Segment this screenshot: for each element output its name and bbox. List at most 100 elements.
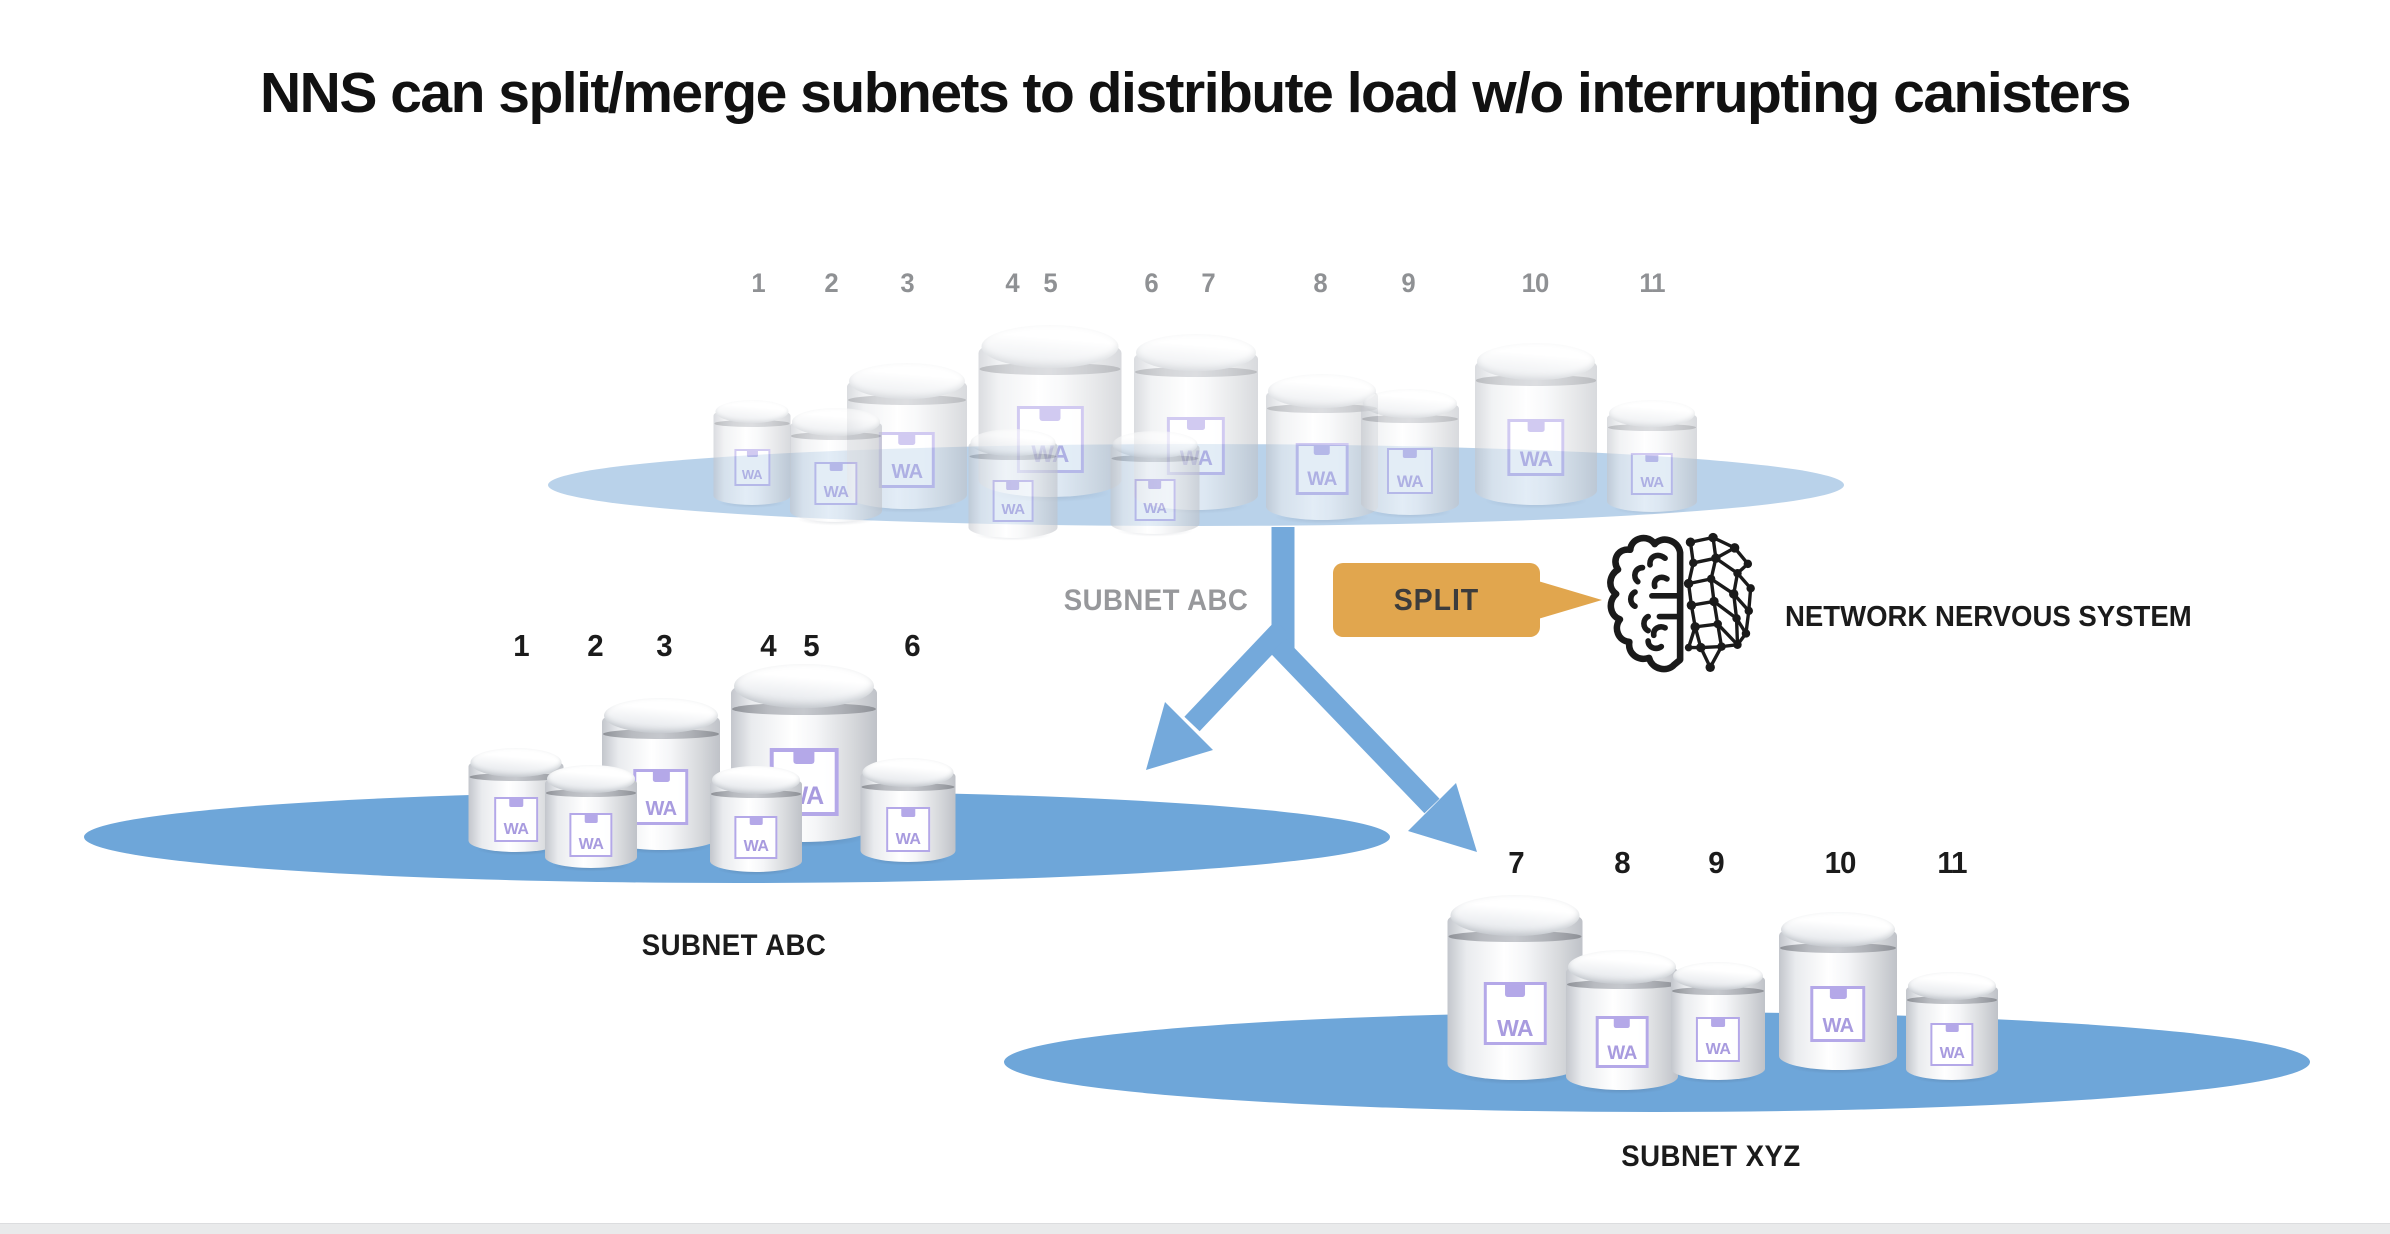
canister-number: 9	[1708, 845, 1724, 880]
wasm-badge-notch	[901, 807, 915, 817]
wasm-badge-notch	[793, 750, 815, 764]
wasm-badge-label: WA	[1519, 448, 1553, 472]
canister-lid	[1672, 962, 1764, 991]
canister-lid	[981, 325, 1119, 368]
canister: WA	[1767, 912, 1909, 1078]
wasm-badge-label: WA	[741, 467, 763, 483]
canister-band	[545, 789, 637, 798]
wasm-badge: WA	[1695, 1017, 1741, 1062]
wasm-badge-notch	[1006, 481, 1020, 490]
wasm-badge-notch	[584, 814, 598, 824]
wasm-badge: WA	[1134, 479, 1176, 522]
arrow-left-shaft	[1184, 620, 1291, 732]
subnet-abc-label: SUBNET ABC	[641, 929, 827, 962]
wasm-badge: WA	[1595, 1015, 1649, 1069]
wasm-badge-notch	[509, 797, 523, 807]
bottom-bar	[0, 1223, 2390, 1234]
wasm-badge-notch	[1829, 988, 1847, 1000]
wasm-badge: WA	[633, 769, 689, 825]
canister-number: 3	[656, 628, 672, 663]
wasm-badge-label: WA	[1939, 1044, 1965, 1062]
canister-number: 8	[1313, 268, 1327, 298]
canister-lid	[862, 758, 954, 787]
wasm-badge-notch	[1402, 449, 1418, 459]
wasm-badge: WA	[878, 431, 936, 488]
wasm-badge: WA	[1386, 448, 1434, 495]
canister-number: 11	[1937, 845, 1967, 880]
canister-band	[790, 432, 882, 441]
wasm-badge-notch	[1148, 480, 1162, 489]
canister-lid	[1781, 912, 1895, 948]
wasm-badge: WA	[569, 813, 613, 857]
wasm-badge-notch	[1187, 418, 1205, 431]
canister-number: 1	[751, 268, 765, 298]
canister-number: 11	[1639, 268, 1665, 298]
canister-lid	[733, 664, 875, 708]
canister-number: 7	[1508, 845, 1524, 880]
canister-lid	[1477, 343, 1595, 380]
wasm-badge-notch	[1645, 453, 1659, 463]
canister: WA	[1598, 400, 1706, 518]
canister-number: 2	[587, 628, 603, 663]
canister: WA	[700, 766, 812, 878]
canister-band	[861, 783, 955, 792]
wasm-badge-label: WA	[895, 830, 921, 848]
brain-network-icon	[1607, 532, 1755, 673]
canister-band	[1135, 366, 1257, 378]
canister-lid	[1112, 431, 1198, 458]
wasm-badge-label: WA	[1640, 474, 1664, 492]
wasm-badge: WA	[1930, 1022, 1974, 1066]
canister: WA	[959, 429, 1067, 544]
wasm-badge-label: WA	[1143, 500, 1167, 518]
subnet-xyz-label: SUBNET XYZ	[1621, 1140, 1801, 1173]
wasm-badge: WA	[992, 480, 1034, 523]
wasm-badge-notch	[829, 462, 843, 472]
wasm-badge: WA	[1630, 452, 1674, 495]
arrow-left-head	[1146, 702, 1213, 770]
wasm-badge-label: WA	[823, 483, 849, 501]
canister-number: 6	[904, 628, 920, 663]
canister-lid	[791, 408, 881, 436]
wasm-badge: WA	[734, 815, 778, 860]
canister-band	[969, 452, 1057, 461]
wasm-badge-notch	[898, 433, 916, 445]
wasm-badge: WA	[885, 806, 931, 852]
canister-lid	[604, 698, 718, 734]
wasm-badge: WA	[1810, 986, 1866, 1042]
canister-band	[1361, 414, 1458, 424]
canister-lid	[1136, 334, 1256, 372]
wasm-badge-label: WA	[1001, 501, 1025, 519]
wasm-badge: WA	[1507, 419, 1565, 477]
canister-lid	[715, 400, 789, 424]
canister-band	[1671, 986, 1765, 995]
canister-number: 10	[1824, 845, 1857, 880]
wasm-badge-label: WA	[1822, 1014, 1854, 1037]
wasm-badge: WA	[493, 796, 539, 842]
canister-band	[1607, 423, 1697, 432]
wasm-badge: WA	[1295, 442, 1349, 496]
canister-band	[1448, 930, 1582, 943]
canister-band	[732, 702, 876, 716]
canister-number: 4	[1005, 268, 1019, 298]
split-bubble: SPLIT	[1333, 563, 1602, 637]
wasm-badge-notch	[1039, 407, 1061, 422]
canister-lid	[849, 363, 965, 399]
canister: WA	[780, 408, 892, 528]
canister-band	[469, 773, 563, 782]
canister-band	[848, 394, 966, 405]
subnet-abc-top-label: SUBNET ABC	[1063, 584, 1249, 617]
wasm-badge-label: WA	[1396, 472, 1424, 492]
canister-lid	[1568, 950, 1676, 984]
wasm-badge-notch	[1505, 983, 1525, 997]
canister-lid	[1362, 389, 1458, 419]
canister-band	[1111, 454, 1199, 463]
canister-band	[1780, 943, 1896, 954]
wasm-badge-label: WA	[1307, 469, 1337, 491]
canister-band	[710, 790, 802, 799]
canister-number: 5	[803, 628, 819, 663]
canister: WA	[1254, 374, 1390, 527]
canister-number: 8	[1614, 845, 1630, 880]
canister-number: 10	[1521, 268, 1550, 298]
wasm-badge-notch	[1314, 444, 1330, 455]
wasm-badge-notch	[1711, 1018, 1725, 1028]
